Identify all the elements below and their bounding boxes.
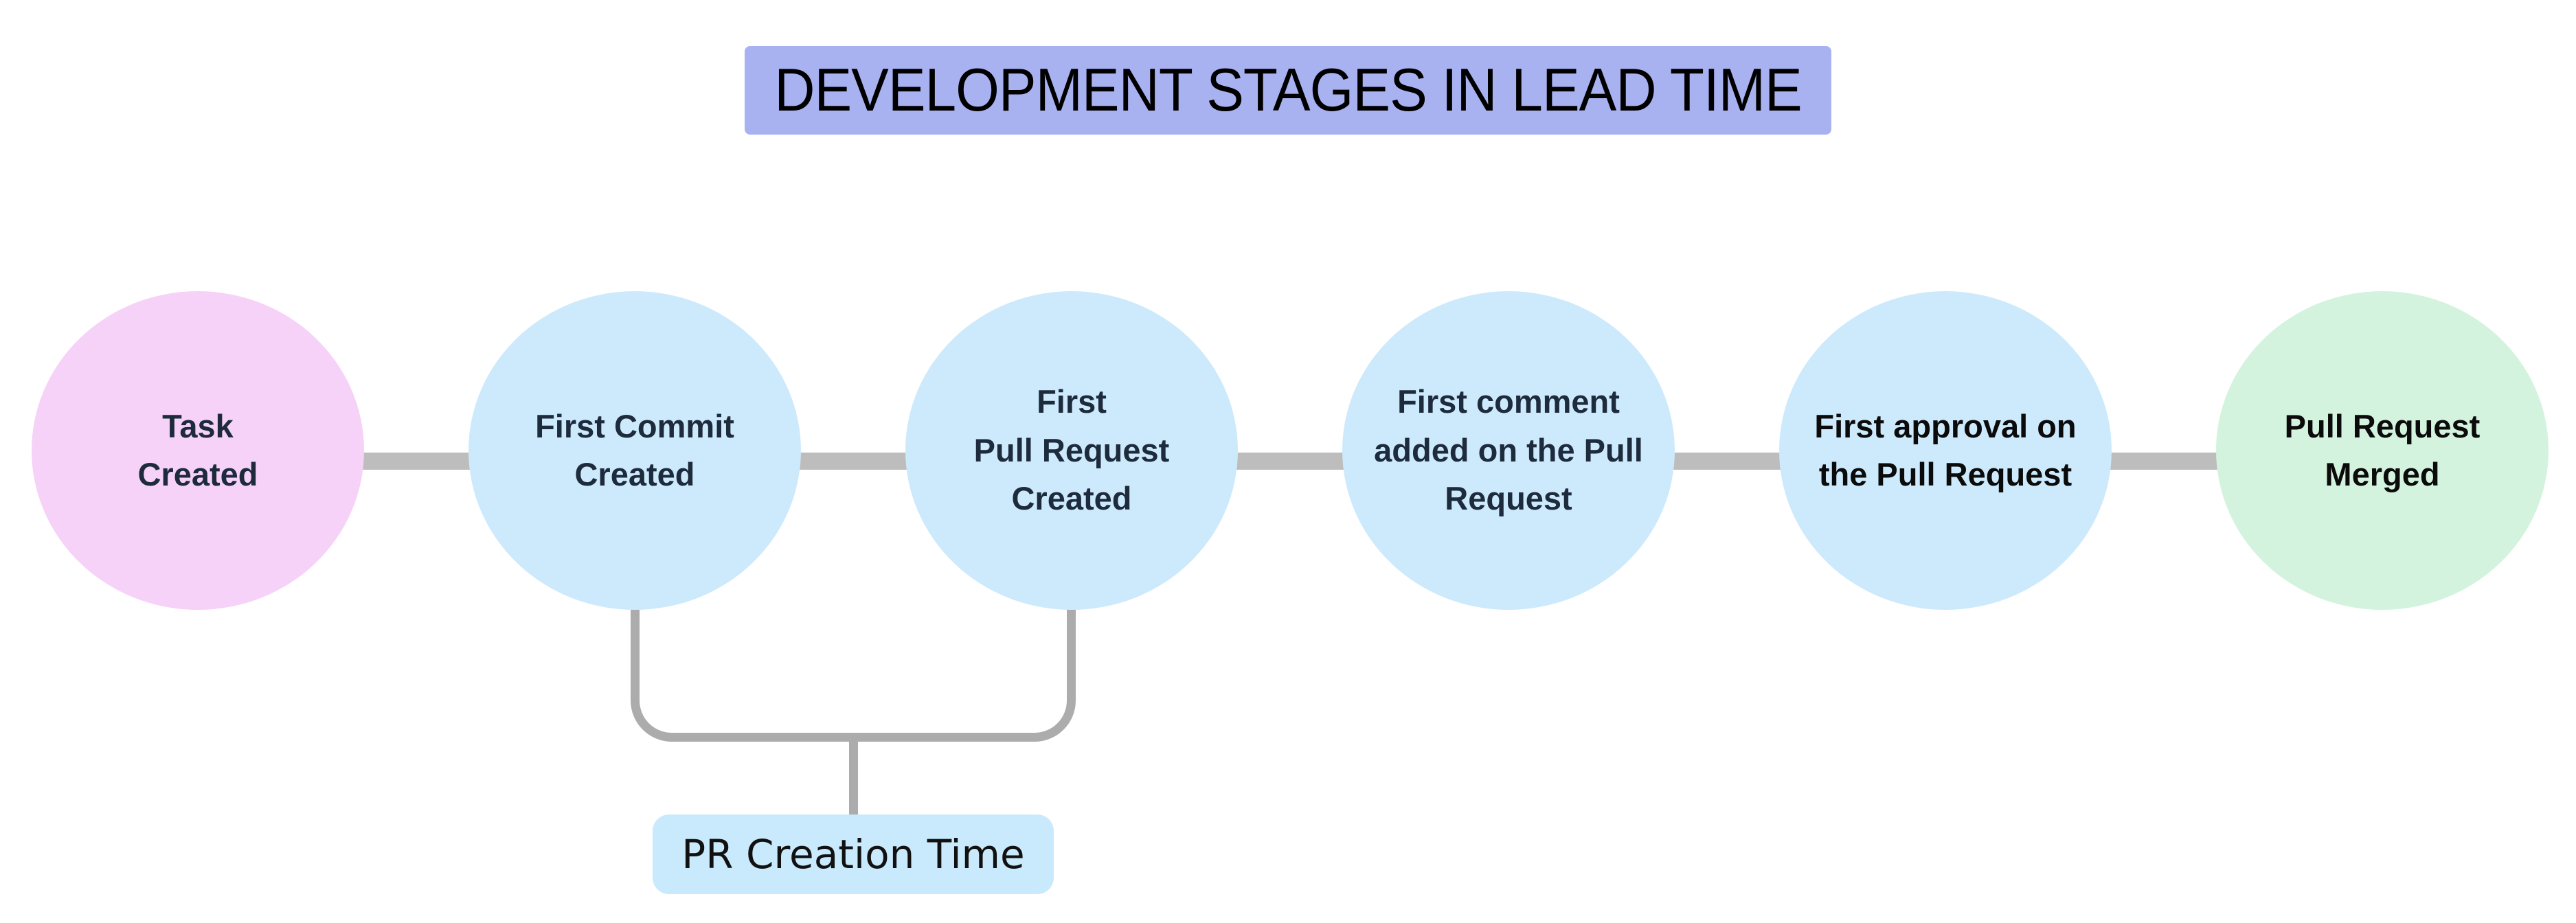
stage-label: Task Created xyxy=(137,407,258,493)
pr-creation-time-label: PR Creation Time xyxy=(653,814,1054,894)
stage-label: First Pull Request Created xyxy=(973,383,1170,517)
stage-circle-first-approval: First approval on the Pull Request xyxy=(1779,291,2112,610)
pr-creation-time-text: PR Creation Time xyxy=(681,831,1025,878)
stage-circle-pr-merged: Pull Request Merged xyxy=(2216,291,2549,610)
stage-circle-first-commit-created: First Commit Created xyxy=(468,291,801,610)
stage-label: First approval on the Pull Request xyxy=(1814,407,2077,493)
stage-circle-task-created: Task Created xyxy=(32,291,364,610)
pr-creation-bracket xyxy=(631,608,1076,742)
stage-circle-first-comment-added: First comment added on the Pull Request xyxy=(1342,291,1675,610)
stage-label: First Commit Created xyxy=(535,407,734,493)
pr-creation-bracket-stem xyxy=(849,736,858,814)
page-title: DEVELOPMENT STAGES IN LEAD TIME xyxy=(774,56,1802,124)
stage-label: First comment added on the Pull Request xyxy=(1374,383,1643,517)
stage-circle-first-pr-created: First Pull Request Created xyxy=(905,291,1238,610)
stage-label: Pull Request Merged xyxy=(2284,407,2481,493)
title-banner: DEVELOPMENT STAGES IN LEAD TIME xyxy=(745,46,1831,135)
